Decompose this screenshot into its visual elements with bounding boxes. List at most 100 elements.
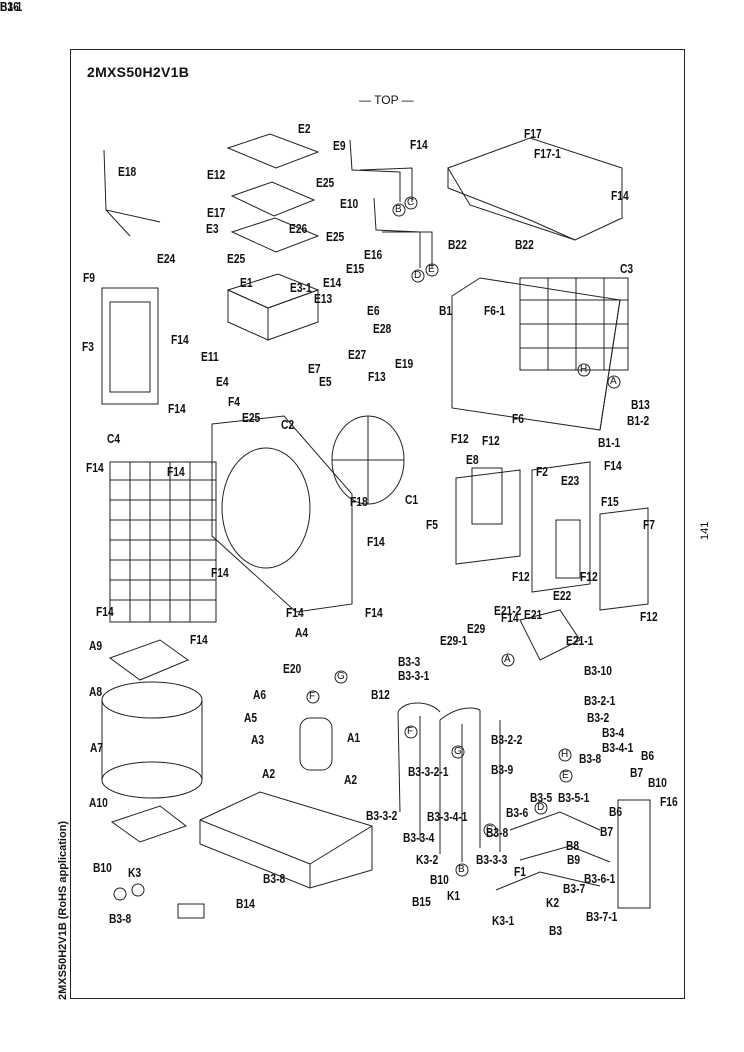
pipe-marker-letter: D: [414, 270, 422, 281]
part-label: E1: [240, 276, 253, 290]
part-label: F18: [350, 495, 368, 509]
part-label: E25: [316, 176, 335, 190]
front-panel-f4: [211, 415, 353, 613]
part-label: E17: [207, 206, 226, 220]
part-label: B3-3-2-1: [408, 765, 449, 779]
part-label: E10: [340, 197, 359, 211]
part-label: F12: [512, 570, 530, 584]
part-label: F14: [211, 566, 229, 580]
part-label: B3-3-1: [398, 669, 430, 683]
part-label: B3-3: [398, 655, 421, 669]
part-label: A8: [89, 685, 103, 699]
part-label: A2: [344, 773, 358, 787]
part-label: E25: [242, 411, 261, 425]
pipe-marker-letter: C: [486, 824, 494, 835]
part-label: E4: [216, 375, 229, 389]
part-label: K2: [546, 896, 560, 910]
part-label: B3-8: [109, 912, 132, 926]
part-label: B3-3-4-1: [427, 810, 468, 824]
part-label: F12: [580, 570, 598, 584]
pipe-marker-letter: B: [458, 864, 465, 875]
part-label: E8: [466, 453, 479, 467]
pipe-marker-letter: D: [537, 802, 545, 813]
part-label: C3: [620, 262, 634, 276]
part-label: F14: [501, 611, 519, 625]
part-label: E7: [308, 362, 321, 376]
part-label: A10: [89, 796, 108, 810]
part-label: A6: [253, 688, 267, 702]
part-label: B9: [567, 853, 581, 867]
part-label: B3-8: [263, 872, 286, 886]
part-label: A2: [262, 767, 276, 781]
part-label: B3-8: [579, 752, 602, 766]
board-e8: [471, 467, 503, 525]
part-label: E11: [201, 350, 219, 364]
part-label: B8: [566, 839, 580, 853]
part-label: F14: [410, 138, 428, 152]
part-label: F12: [640, 610, 658, 624]
insulation-a9: [108, 639, 190, 681]
part-label: E27: [348, 348, 367, 362]
part-label: B12: [371, 688, 390, 702]
part-label: B3-3-2: [366, 809, 398, 823]
part-label: B16: [0, 0, 19, 14]
part-label: E15: [346, 262, 365, 276]
part-label: B14: [236, 897, 255, 911]
part-label: E9: [333, 139, 346, 153]
part-label: F14: [611, 189, 629, 203]
part-label: A7: [90, 741, 104, 755]
part-label: F3: [82, 340, 94, 354]
part-label: E25: [227, 252, 246, 266]
part-label: E22: [553, 589, 572, 603]
part-label: F4: [228, 395, 240, 409]
part-label: K3-2: [416, 853, 439, 867]
part-label: F9: [83, 271, 95, 285]
part-label: F14: [190, 633, 208, 647]
part-label: F17: [524, 127, 542, 141]
cover-plate-e2: [226, 133, 320, 169]
pipe-marker-circles: [306, 196, 621, 877]
part-label: C1: [405, 493, 419, 507]
part-label: F2: [536, 465, 548, 479]
orientation-label: — TOP —: [359, 93, 414, 107]
part-label: F14: [171, 333, 189, 347]
part-label: F14: [365, 606, 383, 620]
cover-plate-e12: [230, 181, 316, 217]
part-label: F14: [86, 461, 104, 475]
part-label: B3-3-4: [403, 831, 435, 845]
harness-e10: [373, 197, 433, 268]
part-label: B3-9: [491, 763, 514, 777]
part-label: E3-1: [290, 281, 312, 295]
part-label: B3-1: [0, 0, 23, 14]
part-label: B3-7: [563, 882, 586, 896]
part-label: F17-1: [534, 147, 561, 161]
cover-plate-e3: [230, 217, 320, 253]
part-label: E21-2: [494, 604, 522, 618]
part-label: B3: [549, 924, 563, 938]
part-label: B22: [448, 238, 467, 252]
part-label: B3-4-1: [602, 741, 634, 755]
part-label: K1: [447, 889, 461, 903]
part-label: F12: [482, 434, 500, 448]
part-label: F13: [368, 370, 386, 384]
part-label: E25: [326, 230, 345, 244]
part-label: A9: [89, 639, 103, 653]
harness-e9: [349, 139, 413, 202]
part-label: F14: [168, 402, 186, 416]
pipe-marker-letter: C: [407, 197, 415, 208]
part-label: B22: [515, 238, 534, 252]
part-label: F1: [514, 865, 526, 879]
part-label: E26: [289, 222, 308, 236]
bottom-frame-f1: [199, 791, 373, 889]
side-grille-f3: [101, 287, 159, 405]
part-label: F14: [286, 606, 304, 620]
part-label: B3-8: [486, 826, 509, 840]
part-label: B3-2-2: [491, 733, 523, 747]
pipe-marker-letter: H: [580, 364, 588, 375]
part-label: E28: [373, 322, 392, 336]
plate-f2: [531, 461, 591, 593]
part-label: B3-3-3: [476, 853, 508, 867]
part-label: F7: [643, 518, 655, 532]
part-label: E29: [467, 622, 486, 636]
